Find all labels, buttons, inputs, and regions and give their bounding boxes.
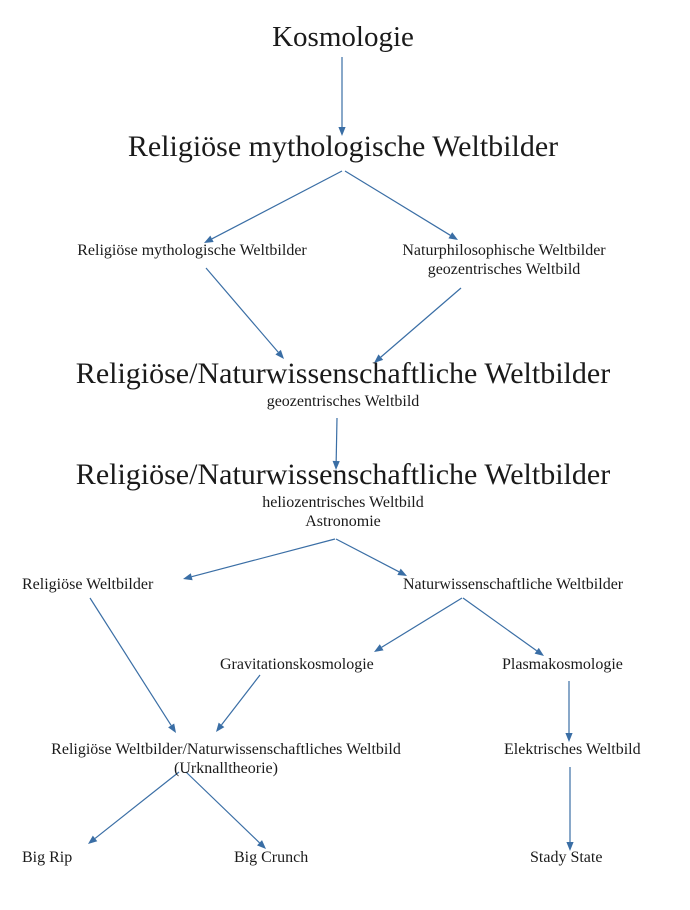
node-geozentrisch-main-line2: geozentrisches Weltbild bbox=[266, 393, 420, 410]
arrow-shaft bbox=[381, 597, 463, 648]
node-big-rip: Big Rip bbox=[22, 848, 72, 867]
arrow-shaft bbox=[335, 417, 338, 462]
arrow-elektrisches-to-stady-state bbox=[566, 767, 574, 851]
node-stady-state: Stady State bbox=[530, 848, 602, 867]
node-big-rip-label: Big Rip bbox=[22, 849, 73, 866]
node-heliozentrisch-main-line1: Religiöse/Naturwissenschaftliche Weltbil… bbox=[75, 458, 611, 491]
arrow-geozentrisch-to-heliozentrisch bbox=[332, 417, 340, 470]
arrowhead bbox=[88, 835, 98, 844]
arrowhead bbox=[374, 354, 384, 363]
arrow-naturwissenschaftliche-to-plasma bbox=[462, 597, 544, 656]
node-stady-state-label: Stady State bbox=[530, 849, 603, 866]
node-heliozentrisch-main: Religiöse/Naturwissenschaftliche Weltbil… bbox=[76, 457, 610, 531]
arrow-shaft bbox=[335, 538, 400, 573]
node-religioese-weltbilder: Religiöse Weltbilder bbox=[22, 575, 153, 594]
arrow-religioese-weltbilder-to-urknall bbox=[89, 597, 176, 733]
arrowhead bbox=[448, 232, 458, 240]
arrowhead bbox=[275, 349, 284, 359]
node-religioese-mythologische-sub: Religiöse mythologische Weltbilder bbox=[77, 241, 307, 260]
node-plasmakosmologie: Plasmakosmologie bbox=[502, 655, 623, 674]
arrow-shaft bbox=[211, 170, 343, 240]
arrowhead bbox=[534, 647, 544, 656]
arrowhead bbox=[257, 840, 266, 849]
node-kosmologie-label: Kosmologie bbox=[272, 21, 414, 53]
arrow-main-to-naturphilosophische bbox=[344, 170, 458, 240]
node-naturphilosophische-line1: Naturphilosophische Weltbilder bbox=[402, 242, 606, 259]
node-gravitationskosmologie-label: Gravitationskosmologie bbox=[220, 656, 374, 673]
node-elektrisches-weltbild-label: Elektrisches Weltbild bbox=[504, 741, 641, 758]
node-geozentrisch-main: Religiöse/Naturwissenschaftliche Weltbil… bbox=[76, 356, 610, 411]
arrowhead bbox=[565, 733, 573, 742]
node-geozentrisch-main-line1: Religiöse/Naturwissenschaftliche Weltbil… bbox=[75, 357, 611, 390]
arrow-shaft bbox=[89, 597, 172, 726]
arrow-urknall-to-big-crunch bbox=[185, 771, 266, 849]
arrow-gravitation-to-urknall bbox=[216, 674, 261, 732]
arrowhead bbox=[397, 568, 407, 576]
node-religioese-weltbilder-label: Religiöse Weltbilder bbox=[22, 576, 154, 593]
arrow-plasma-to-elektrisches bbox=[565, 681, 573, 742]
arrowhead bbox=[566, 842, 574, 851]
arrow-shaft bbox=[344, 170, 451, 236]
arrowhead bbox=[204, 235, 214, 243]
node-gravitationskosmologie: Gravitationskosmologie bbox=[220, 655, 374, 674]
arrow-heliozentrisch-to-naturwissenschaftliche bbox=[335, 538, 407, 576]
arrow-kosmologie-to-religioese-mythologische bbox=[338, 57, 346, 136]
arrowhead bbox=[374, 644, 384, 652]
node-religioese-mythologische-main: Religiöse mythologische Weltbilder bbox=[128, 129, 558, 165]
arrow-urknall-to-big-rip bbox=[88, 771, 180, 844]
node-heliozentrisch-main-line2: heliozentrisches Weltbild bbox=[262, 494, 424, 511]
node-heliozentrisch-main-line3: Astronomie bbox=[305, 513, 381, 531]
arrow-main-to-religioese-sub bbox=[204, 170, 343, 243]
arrow-naturwissenschaftliche-to-gravitation bbox=[374, 597, 463, 652]
node-naturwissenschaftliche-weltbilder: Naturwissenschaftliche Weltbilder bbox=[403, 575, 623, 594]
arrow-shaft bbox=[185, 771, 260, 844]
arrowhead bbox=[332, 460, 340, 470]
node-religioese-mythologische-main-label: Religiöse mythologische Weltbilder bbox=[127, 130, 559, 163]
node-urknall-line2: (Urknalltheorie) bbox=[174, 760, 278, 778]
arrow-heliozentrisch-to-religioese-weltbilder bbox=[183, 538, 336, 581]
arrow-religioese-sub-to-geozentrisch bbox=[205, 267, 284, 359]
node-urknall-line1: Religiöse Weltbilder/Naturwissenschaftli… bbox=[51, 741, 401, 758]
arrow-shaft bbox=[191, 538, 336, 578]
node-religioese-mythologische-sub-label: Religiöse mythologische Weltbilder bbox=[77, 242, 307, 259]
arrowhead bbox=[216, 722, 225, 732]
arrowhead bbox=[338, 127, 346, 136]
arrow-shaft bbox=[94, 771, 180, 839]
arrowhead bbox=[168, 723, 176, 733]
arrow-shaft bbox=[205, 267, 279, 353]
node-naturwissenschaftliche-weltbilder-label: Naturwissenschaftliche Weltbilder bbox=[403, 576, 624, 593]
node-urknall: Religiöse Weltbilder/Naturwissenschaftli… bbox=[51, 740, 401, 778]
arrow-shaft bbox=[221, 674, 261, 726]
arrowhead bbox=[183, 573, 193, 581]
node-naturphilosophische-line2: geozentrisches Weltbild bbox=[427, 261, 581, 279]
node-big-crunch-label: Big Crunch bbox=[234, 849, 309, 866]
node-elektrisches-weltbild: Elektrisches Weltbild bbox=[504, 740, 641, 759]
node-plasmakosmologie-label: Plasmakosmologie bbox=[502, 656, 623, 673]
arrow-naturphilosophische-to-geozentrisch bbox=[374, 287, 462, 363]
node-naturphilosophische: Naturphilosophische Weltbilder geozentri… bbox=[402, 241, 605, 279]
arrow-shaft bbox=[462, 597, 538, 652]
arrow-shaft bbox=[380, 287, 462, 358]
node-big-crunch: Big Crunch bbox=[234, 848, 308, 867]
node-kosmologie: Kosmologie bbox=[272, 20, 414, 55]
